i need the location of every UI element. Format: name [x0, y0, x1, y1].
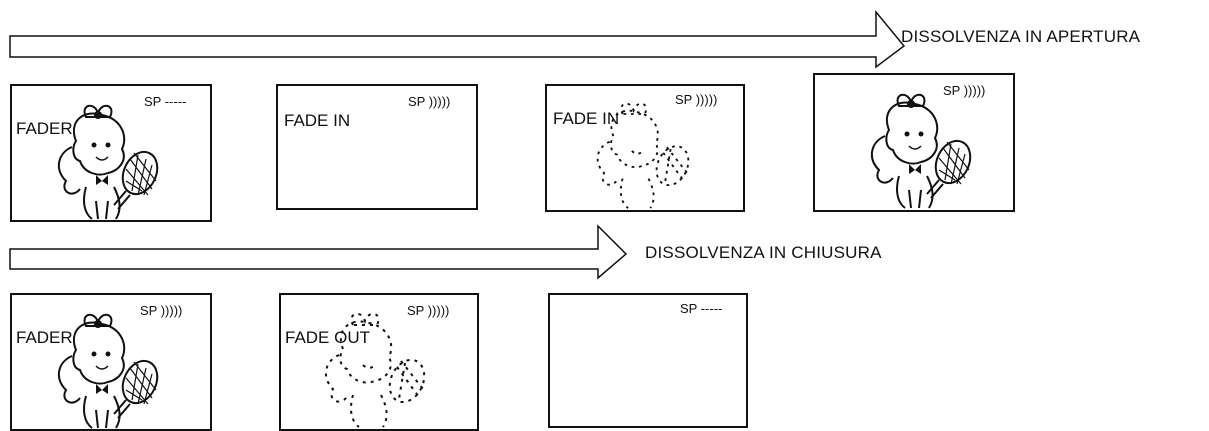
frame-fader: FADER SP )))))	[10, 293, 212, 431]
frame-fade-out-blank: SP -----	[548, 293, 748, 428]
sp-indicator: SP )))))	[407, 303, 449, 318]
faded-girl-icon	[309, 299, 439, 429]
girl-with-racket-icon	[42, 300, 172, 430]
sp-indicator: SP -----	[680, 301, 722, 316]
sp-indicator: SP )))))	[140, 303, 182, 318]
frame-label: FADER	[16, 328, 73, 348]
fade-out-arrow-label: DISSOLVENZA IN CHIUSURA	[645, 243, 882, 263]
frame-label: FADE OUT	[285, 328, 370, 348]
frame-fade-out-partial: FADE OUT SP )))))	[279, 293, 479, 431]
